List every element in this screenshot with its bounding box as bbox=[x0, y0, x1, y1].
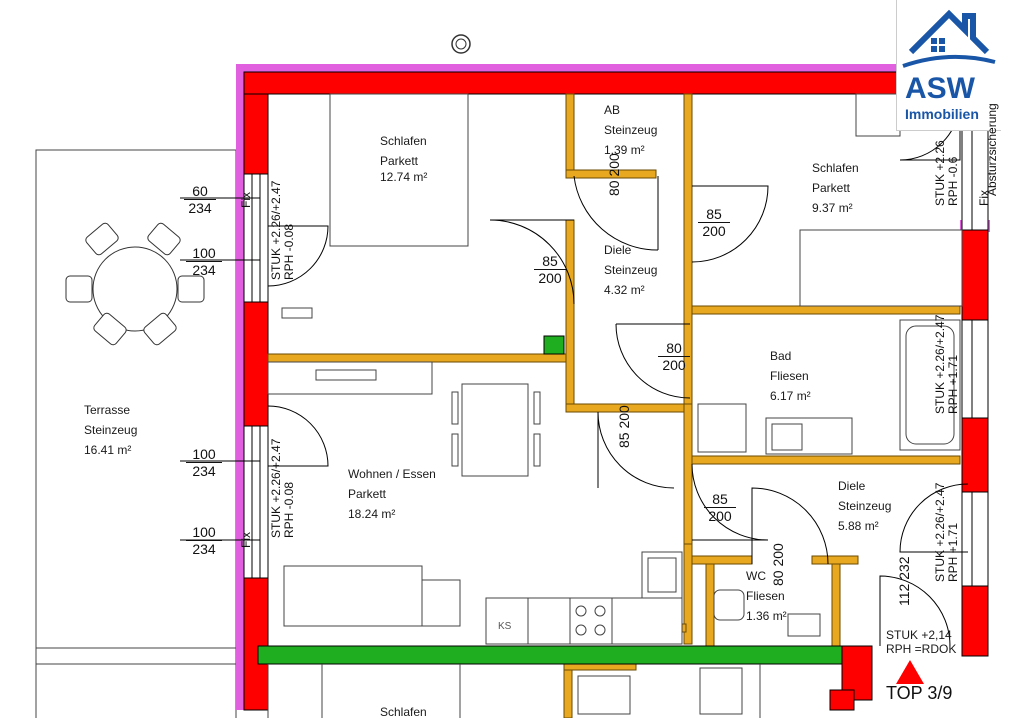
absturzsicherung-label: Absturzsicherung bbox=[985, 103, 999, 196]
furniture bbox=[267, 93, 963, 715]
interior-walls bbox=[267, 93, 961, 718]
ceiling-outlet bbox=[451, 34, 471, 54]
green-wall bbox=[257, 645, 843, 665]
unit-label: TOP 3/9 bbox=[886, 683, 953, 703]
entry-arrow bbox=[896, 660, 924, 684]
asw-logo: ASW Immobilien bbox=[896, 0, 1001, 131]
door-dimension-wc: 80 200 bbox=[770, 543, 786, 586]
room-schlafen-3: Schlafen bbox=[380, 705, 427, 719]
windows-left bbox=[243, 173, 269, 579]
green-shaft bbox=[543, 335, 565, 355]
ks-label: KS bbox=[498, 621, 512, 632]
door-dimension-wohnen: 85 200 bbox=[616, 405, 632, 448]
windows-right bbox=[961, 119, 989, 587]
logo-subtitle: Immobilien bbox=[905, 106, 979, 122]
door-swings bbox=[267, 99, 969, 647]
fix-label-2: Fix bbox=[239, 532, 253, 548]
fix-label-1: Fix bbox=[239, 192, 253, 208]
door-dimension-entry: 112 232 bbox=[896, 556, 912, 606]
house-roof-icon bbox=[902, 9, 996, 68]
door-dimension-ab: 80 200 bbox=[606, 153, 622, 196]
lower-unit-outline bbox=[267, 664, 761, 718]
terrace-table bbox=[65, 222, 205, 346]
logo-brand: ASW bbox=[905, 72, 975, 105]
